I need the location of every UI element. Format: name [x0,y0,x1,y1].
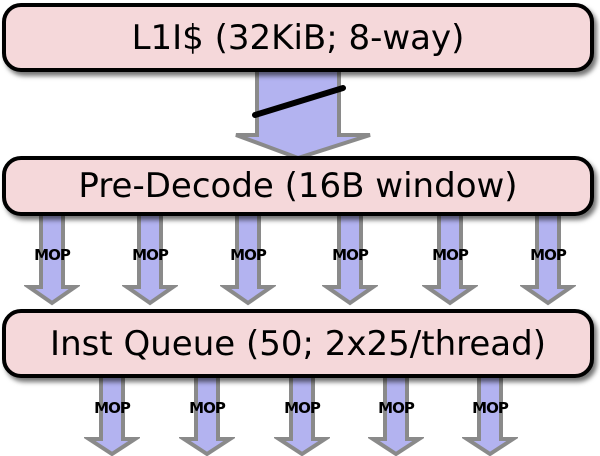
mop-arrow-label: MOP [132,246,169,264]
predecode-to-instqueue-arrow-2 [122,212,178,306]
mop-arrow-label: MOP [284,399,321,417]
mop-arrow-label: MOP [332,246,369,264]
mop-arrow-label: MOP [378,399,415,417]
down-arrow-shape [520,212,576,306]
down-arrow-shape [322,212,378,306]
instqueue-out-arrow-4 [368,374,424,456]
down-arrow-shape [422,212,478,306]
predecode-to-instqueue-arrow-1 [24,212,80,306]
instqueue-out-arrow-1 [84,374,140,456]
box-l1i-cache: L1I$ (32KiB; 8-way) [2,3,594,72]
down-arrow-shape [462,374,518,456]
mop-arrow-label: MOP [34,246,71,264]
l1i-to-predecode-arrow [235,68,371,161]
mop-arrow-label: MOP [472,399,509,417]
mop-arrow-label: MOP [230,246,267,264]
instqueue-out-arrow-3 [274,374,330,456]
instqueue-out-arrow-5 [462,374,518,456]
box-pre-decode: Pre-Decode (16B window) [2,156,594,216]
mop-arrow-label: MOP [530,246,567,264]
down-arrow-shape [84,374,140,456]
down-arrow-shape [24,212,80,306]
mop-arrow-label: MOP [189,399,226,417]
down-arrow-shape [122,212,178,306]
box-inst-queue-label: Inst Queue (50; 2x25/thread) [50,323,546,364]
bandwidth-slash [252,85,346,118]
box-pre-decode-label: Pre-Decode (16B window) [78,166,518,206]
predecode-to-instqueue-arrow-3 [220,212,276,306]
down-arrow-shape [274,374,330,456]
predecode-to-instqueue-arrow-5 [422,212,478,306]
mop-arrow-label: MOP [432,246,469,264]
instqueue-out-arrow-2 [179,374,235,456]
box-inst-queue: Inst Queue (50; 2x25/thread) [2,309,594,378]
down-arrow-shape [368,374,424,456]
down-arrow-shape [220,212,276,306]
box-l1i-cache-label: L1I$ (32KiB; 8-way) [131,17,465,58]
down-arrow-shape [179,374,235,456]
predecode-to-instqueue-arrow-4 [322,212,378,306]
predecode-to-instqueue-arrow-6 [520,212,576,306]
mop-arrow-label: MOP [94,399,131,417]
